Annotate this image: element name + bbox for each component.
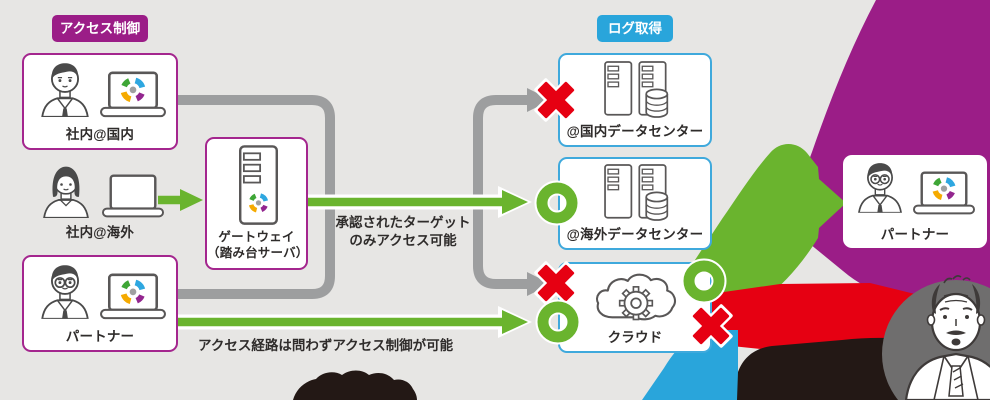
gateway-server-icon <box>240 146 277 223</box>
annotation-approved-line1: 承認されたターゲット <box>335 215 471 230</box>
node-partner-left: パートナー <box>22 255 178 352</box>
surprised-person-illustration <box>882 275 990 400</box>
node-label-internal-overseas: 社内@海外 <box>65 225 135 240</box>
annotation-any-route: アクセス経路は問わずアクセス制御が可能 <box>198 338 454 353</box>
node-internal-domestic: 社内@国内 <box>22 53 178 150</box>
access-control-badge: アクセス制御 <box>52 15 148 42</box>
bottom-cutoff-text-shape <box>293 370 417 400</box>
node-label-partner-left: パートナー <box>65 329 135 344</box>
person-woman-icon <box>43 165 89 218</box>
cloud-gear-icon <box>595 273 677 321</box>
green-arrowhead-dc-overseas <box>502 190 528 214</box>
node-gateway: ゲートウェイ （踏み台サーバ） <box>205 137 308 270</box>
node-label-dc-overseas: @海外データセンター <box>566 227 704 242</box>
purple-backdrop-shape <box>789 0 990 301</box>
gateway-label-line2: （踏み台サーバ） <box>207 245 309 260</box>
gray-arrowhead-dc <box>527 88 551 112</box>
log-capture-badge: ログ取得 <box>597 15 673 42</box>
red-ribbon-shape <box>703 283 936 351</box>
datacenter-servers-icon <box>604 164 669 221</box>
datacenter-servers-icon <box>604 61 669 118</box>
person-man-icon <box>41 62 89 117</box>
annotation-approved-targets: 承認されたターゲット のみアクセス可能 <box>328 214 478 250</box>
person-glasses-icon <box>42 265 88 319</box>
node-partner-right: パートナー <box>843 155 987 248</box>
green-arrowhead-cloud <box>502 310 528 334</box>
laptop-plain-icon <box>102 174 164 218</box>
green-arrowhead-gateway <box>180 189 203 211</box>
person-glasses-icon <box>859 163 901 213</box>
laptop-logo-icon <box>914 173 974 214</box>
node-label-partner-right: パートナー <box>880 227 950 242</box>
node-dc-overseas: @海外データセンター <box>558 157 712 250</box>
node-dc-domestic: @国内データセンター <box>558 53 712 147</box>
gateway-label-line1: ゲートウェイ <box>218 229 295 244</box>
green-access-arrows <box>158 195 503 327</box>
node-label-cloud: クラウド <box>607 330 663 345</box>
gray-arrowhead-cloud <box>527 272 551 296</box>
annotation-approved-line2: のみアクセス可能 <box>349 233 457 248</box>
laptop-logo-icon <box>101 73 165 116</box>
laptop-logo-icon <box>101 275 165 318</box>
node-label-dc-domestic: @国内データセンター <box>566 124 704 139</box>
node-internal-overseas: 社内@海外 <box>24 162 176 249</box>
node-label-internal-domestic: 社内@国内 <box>65 127 135 142</box>
node-cloud: クラウド <box>558 262 712 353</box>
